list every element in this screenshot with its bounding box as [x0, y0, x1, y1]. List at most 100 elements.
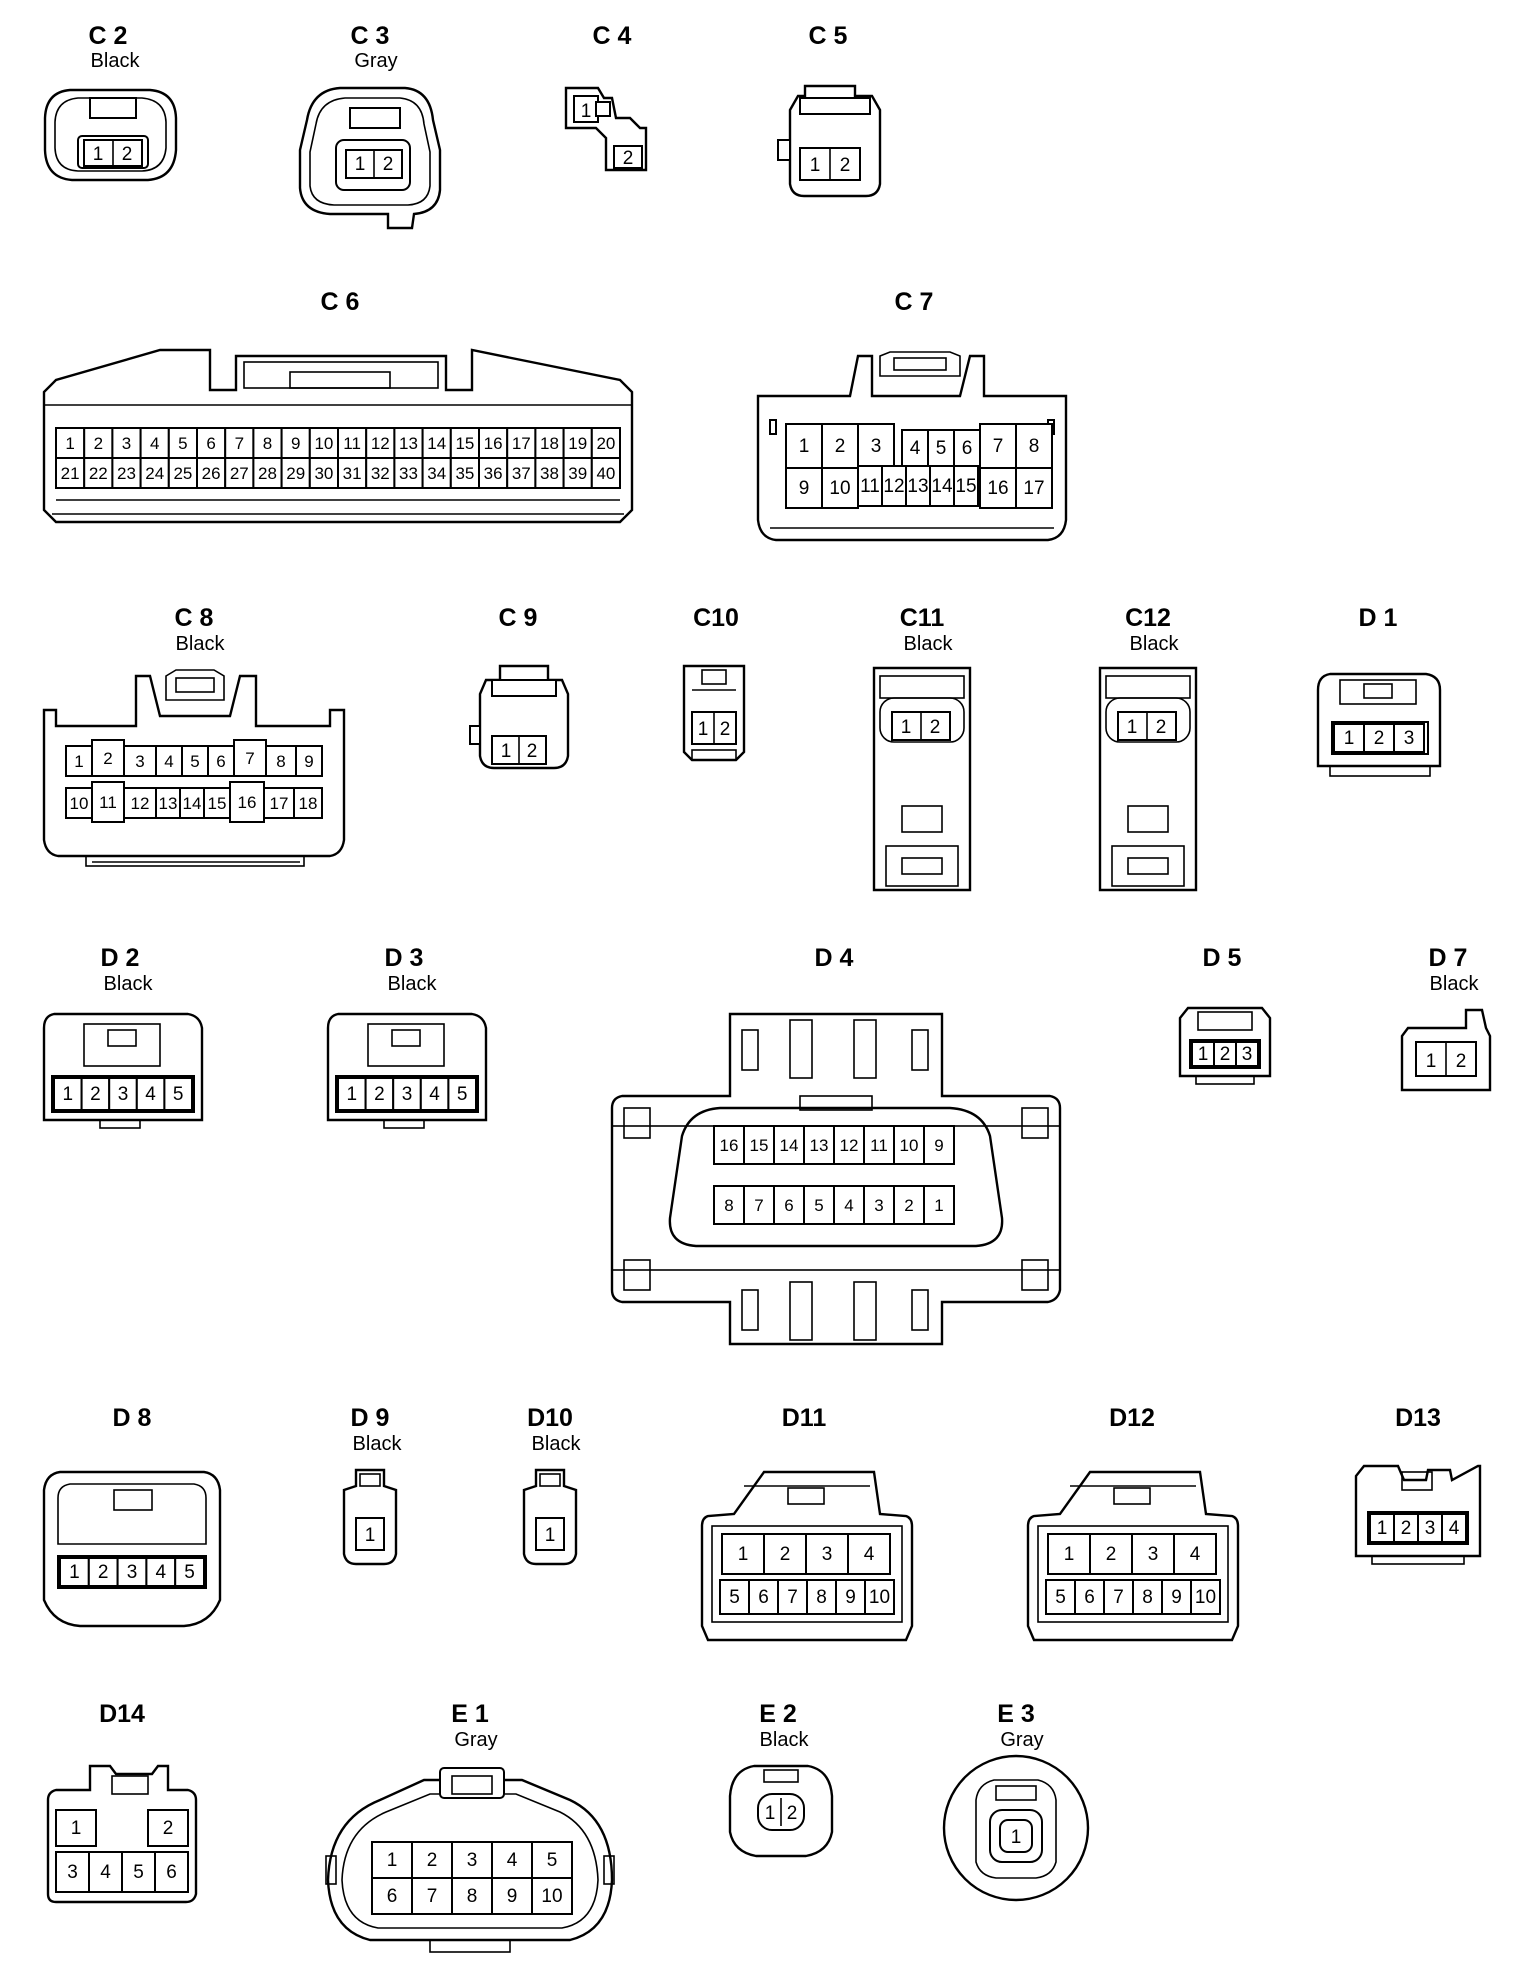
pin-cavity: [1037, 1525, 1229, 1623]
lock-tab: [349, 107, 401, 129]
pin-cell: [293, 787, 323, 819]
connector-housing-outline: [756, 354, 1068, 542]
pin-cell: [979, 467, 1017, 509]
connector-housing-outline: [478, 664, 570, 770]
pin-label: 9: [1171, 1587, 1182, 1608]
pin-cell: [1393, 1513, 1419, 1543]
lock-frame: [367, 1023, 445, 1067]
connector-color: Black: [176, 633, 226, 655]
pin-label: 29: [286, 464, 305, 483]
key-slot: [769, 419, 777, 435]
pin-label: 1: [347, 1084, 358, 1105]
pin-label: 34: [427, 464, 446, 483]
pin-cell: [1363, 723, 1395, 753]
housing-foot: [885, 845, 959, 887]
pin-label: 39: [568, 464, 587, 483]
lock-tab: [539, 1473, 561, 1487]
pin-cell: [179, 787, 205, 819]
connector-title: D10: [527, 1404, 573, 1432]
lock-button: [175, 677, 215, 693]
clip: [741, 1289, 759, 1331]
pin-label: 6: [758, 1587, 769, 1608]
pin-label: 40: [596, 464, 615, 483]
pin-label: 5: [173, 1084, 184, 1105]
connector-housing-outline: [42, 674, 346, 858]
pin-label: 8: [276, 752, 285, 771]
connector-c5: C 5 1 2: [777, 22, 882, 198]
pin-label: 8: [1142, 1587, 1153, 1608]
pin-label: 5: [190, 752, 199, 771]
pin-label: 2: [94, 434, 103, 453]
pin-label: 1: [69, 1562, 80, 1583]
pin-label: 3: [874, 1196, 883, 1215]
connector-title: C12: [1125, 604, 1171, 632]
pin-label: 2: [103, 749, 112, 768]
mount-ear: [1021, 1259, 1049, 1291]
lock-frame: [1339, 679, 1417, 705]
latch-row: [1105, 675, 1191, 699]
pin-label: 2: [427, 1850, 438, 1871]
pin-cell: [55, 1809, 97, 1847]
pin-cell: [905, 465, 931, 507]
pin-label: 2: [1456, 1051, 1467, 1072]
pin-label: 7: [787, 1587, 798, 1608]
pin-label: 2: [1156, 717, 1167, 738]
pin-label: 2: [720, 719, 731, 740]
pin-label: 2: [930, 717, 941, 738]
pin-label: 14: [183, 794, 202, 813]
connector-housing-outline: [1400, 1008, 1492, 1092]
pin-cell: [111, 457, 142, 489]
pin-label: 7: [1113, 1587, 1124, 1608]
pin-label: 12: [883, 476, 904, 497]
pin-cavity: [1105, 697, 1191, 743]
lock-frame: [1197, 1011, 1253, 1031]
pin-label: 11: [870, 1136, 888, 1155]
pin-label: 1: [934, 1196, 943, 1215]
pin-cell: [365, 457, 396, 489]
terminal-retainer: [901, 857, 943, 875]
pin-label: 1: [355, 154, 366, 175]
pin-label: 1: [1377, 1518, 1388, 1539]
pin-label: 22: [89, 464, 108, 483]
pin-label: 27: [230, 464, 249, 483]
pin-label: 12: [840, 1136, 859, 1155]
pin-label: 12: [131, 794, 150, 813]
terminal-block: [535, 1517, 565, 1551]
lock-tab: [787, 1487, 825, 1505]
pin-label: 17: [270, 794, 289, 813]
pin-label: 5: [178, 434, 187, 453]
pin-label: 9: [291, 434, 300, 453]
lock-tab: [879, 351, 961, 377]
pin-cell: [59, 1557, 90, 1587]
pin-label: 8: [467, 1886, 478, 1907]
connector-title: D 1: [1359, 604, 1398, 632]
pin-label: 1: [765, 1803, 776, 1824]
connector-color: Black: [388, 973, 438, 995]
pin-label: 6: [962, 438, 973, 459]
pin-label: 4: [164, 752, 173, 771]
pin-cell: [1131, 1533, 1175, 1575]
connector-housing-outline: [610, 1012, 1062, 1346]
pin-cell: [562, 457, 593, 489]
connector-housing-outline: [43, 88, 178, 182]
pin-cell: [857, 465, 883, 507]
latch-row: [879, 675, 965, 699]
pin-label: 38: [540, 464, 559, 483]
latch: [595, 101, 611, 117]
connector-c3: C 3 Gray 1 2: [298, 22, 442, 230]
pin-label: 2: [374, 1084, 385, 1105]
pin-label: 10: [900, 1136, 919, 1155]
connector-housing-outline: [46, 1764, 198, 1904]
pin-label: 6: [387, 1886, 398, 1907]
connector-housing-outline: [298, 86, 442, 230]
pin-label: 15: [955, 476, 976, 497]
pin-label: 4: [100, 1862, 111, 1883]
